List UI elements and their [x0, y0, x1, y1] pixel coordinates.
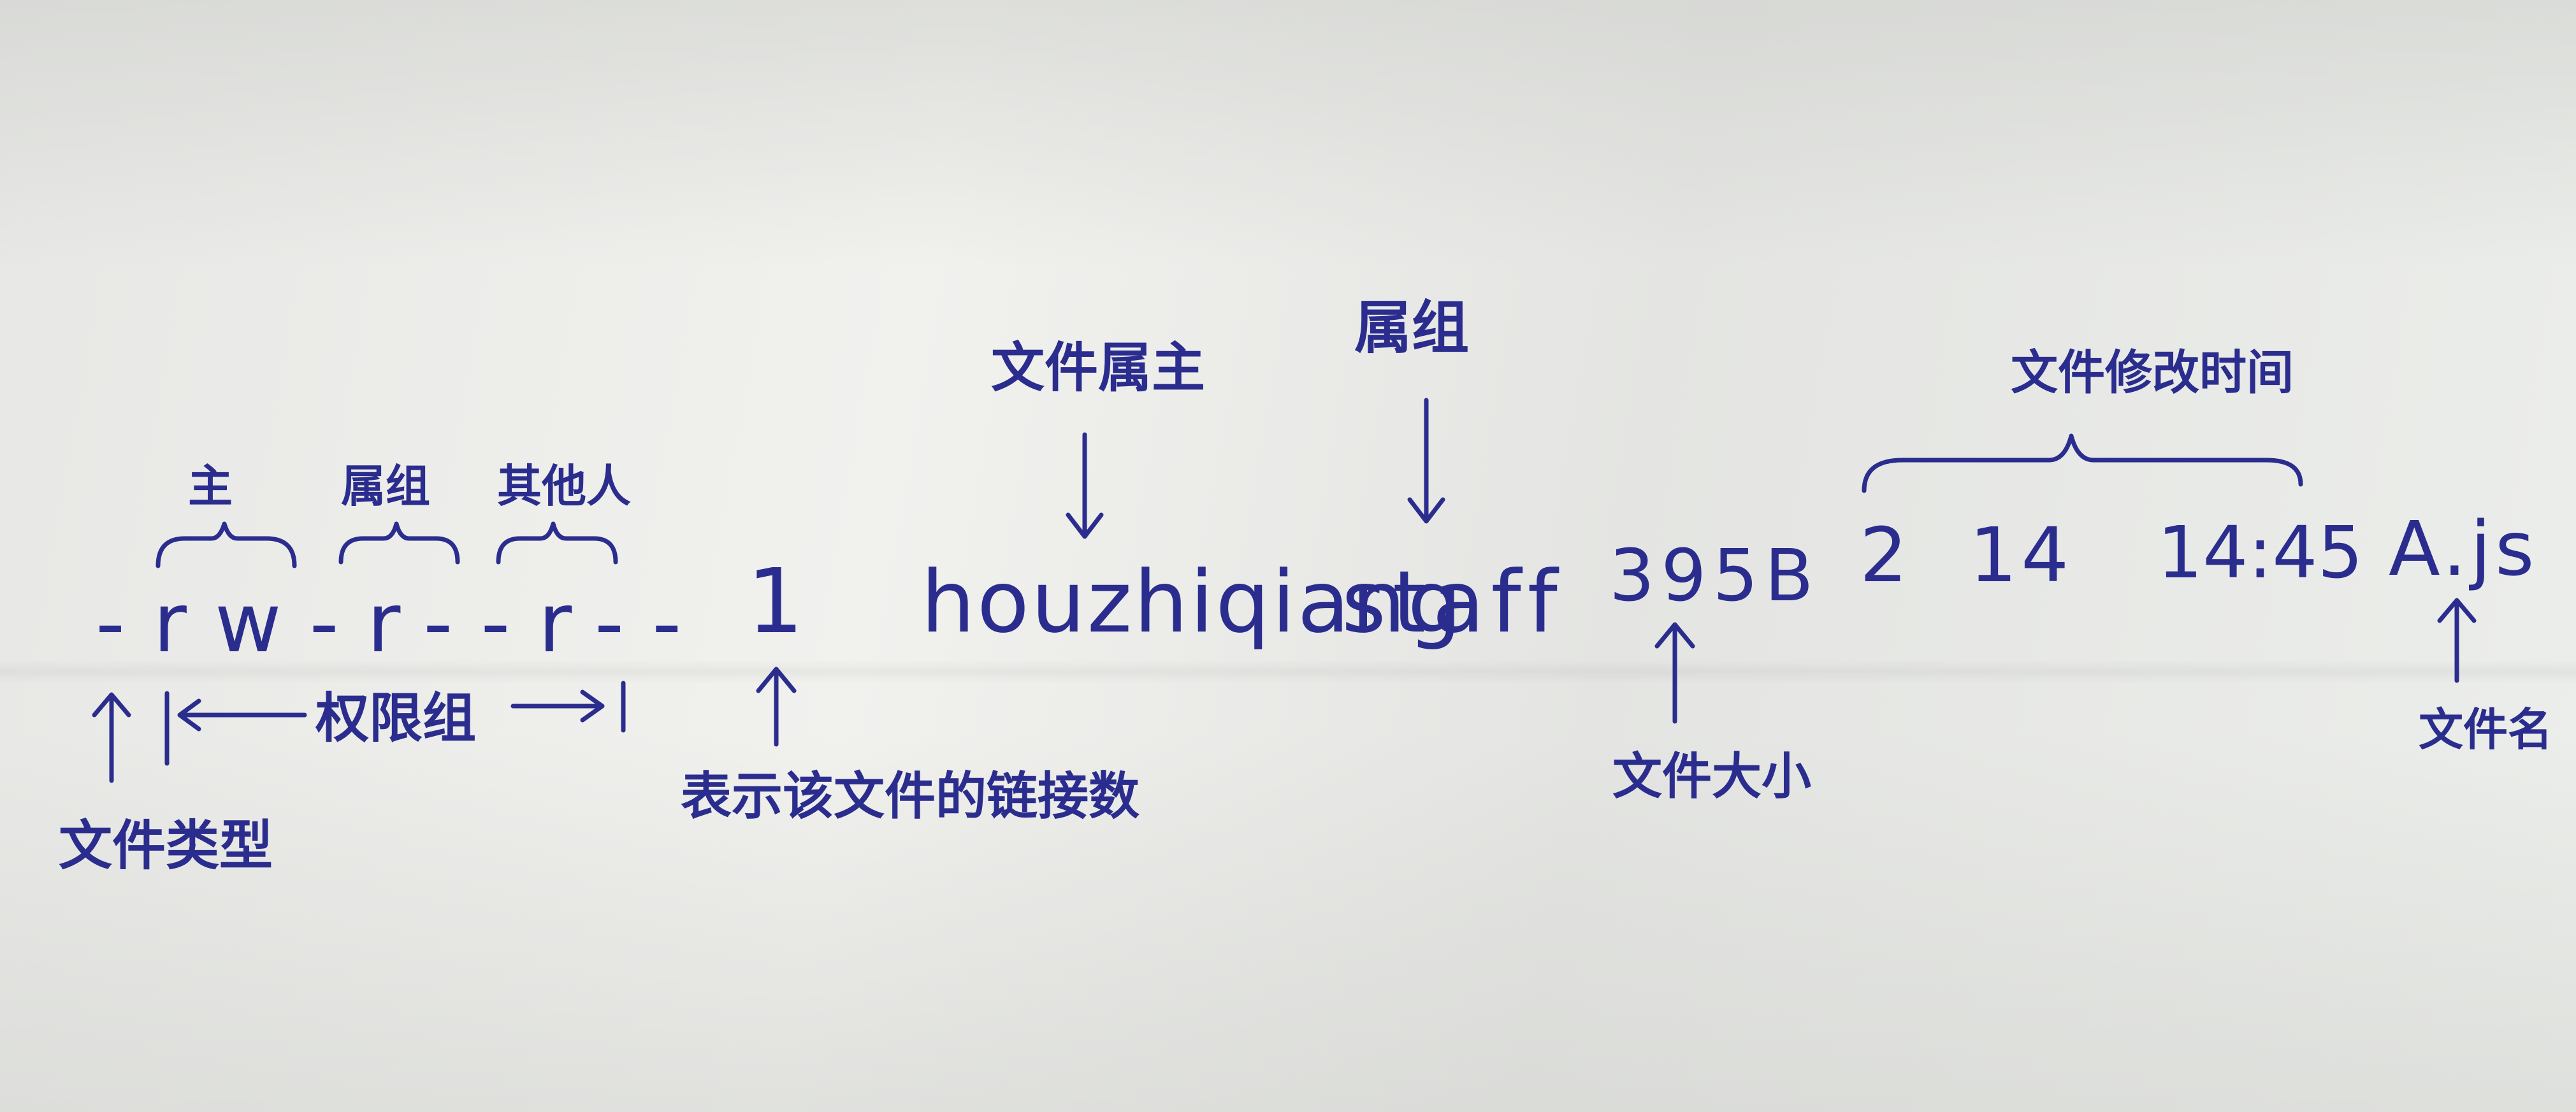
label-file-name: 文件名 — [2419, 704, 2552, 756]
brace-group-permission — [338, 521, 460, 565]
paper-crease — [0, 660, 2576, 684]
label-owner-permission: 主 — [188, 460, 233, 512]
time-value: 14:45 — [2157, 512, 2363, 595]
label-modified-time: 文件修改时间 — [2011, 345, 2294, 400]
brace-others-permission — [496, 521, 618, 565]
month-value: 2 — [1860, 511, 1908, 599]
label-file-type: 文件类型 — [59, 814, 273, 877]
arrow-file-type — [92, 692, 131, 783]
arrow-group — [1407, 398, 1445, 524]
arrow-file-size — [1654, 622, 1695, 724]
brace-owner-permission — [156, 521, 297, 568]
paper-shadow-top — [0, 0, 2576, 268]
arrow-permission-group-left — [177, 698, 307, 732]
paper-shadow-bottom — [0, 733, 2576, 1112]
arrow-link-count — [756, 667, 797, 747]
arrow-file-name — [2437, 598, 2477, 683]
label-link-count: 表示该文件的链接数 — [681, 767, 1140, 826]
arrow-permission-group-right — [510, 690, 605, 723]
label-others-permission: 其他人 — [497, 460, 631, 512]
label-file-owner: 文件属主 — [991, 336, 1206, 399]
permissions-string: -rw-r--r-- — [96, 576, 710, 671]
brace-modified-time — [1862, 433, 2303, 493]
day-value: 14 — [1969, 511, 2073, 599]
link-count-value: 1 — [747, 550, 804, 654]
filename-value: A.js — [2389, 505, 2538, 593]
label-group-permission: 属组 — [341, 460, 430, 512]
label-permission-group: 权限组 — [315, 687, 477, 749]
label-file-size: 文件大小 — [1612, 748, 1812, 805]
size-value: 395B — [1609, 535, 1820, 617]
label-group: 属组 — [1354, 294, 1469, 361]
group-value: staff — [1342, 552, 1564, 652]
owner-value: houzhiqiang — [921, 552, 1464, 652]
arrow-file-owner — [1066, 432, 1104, 539]
